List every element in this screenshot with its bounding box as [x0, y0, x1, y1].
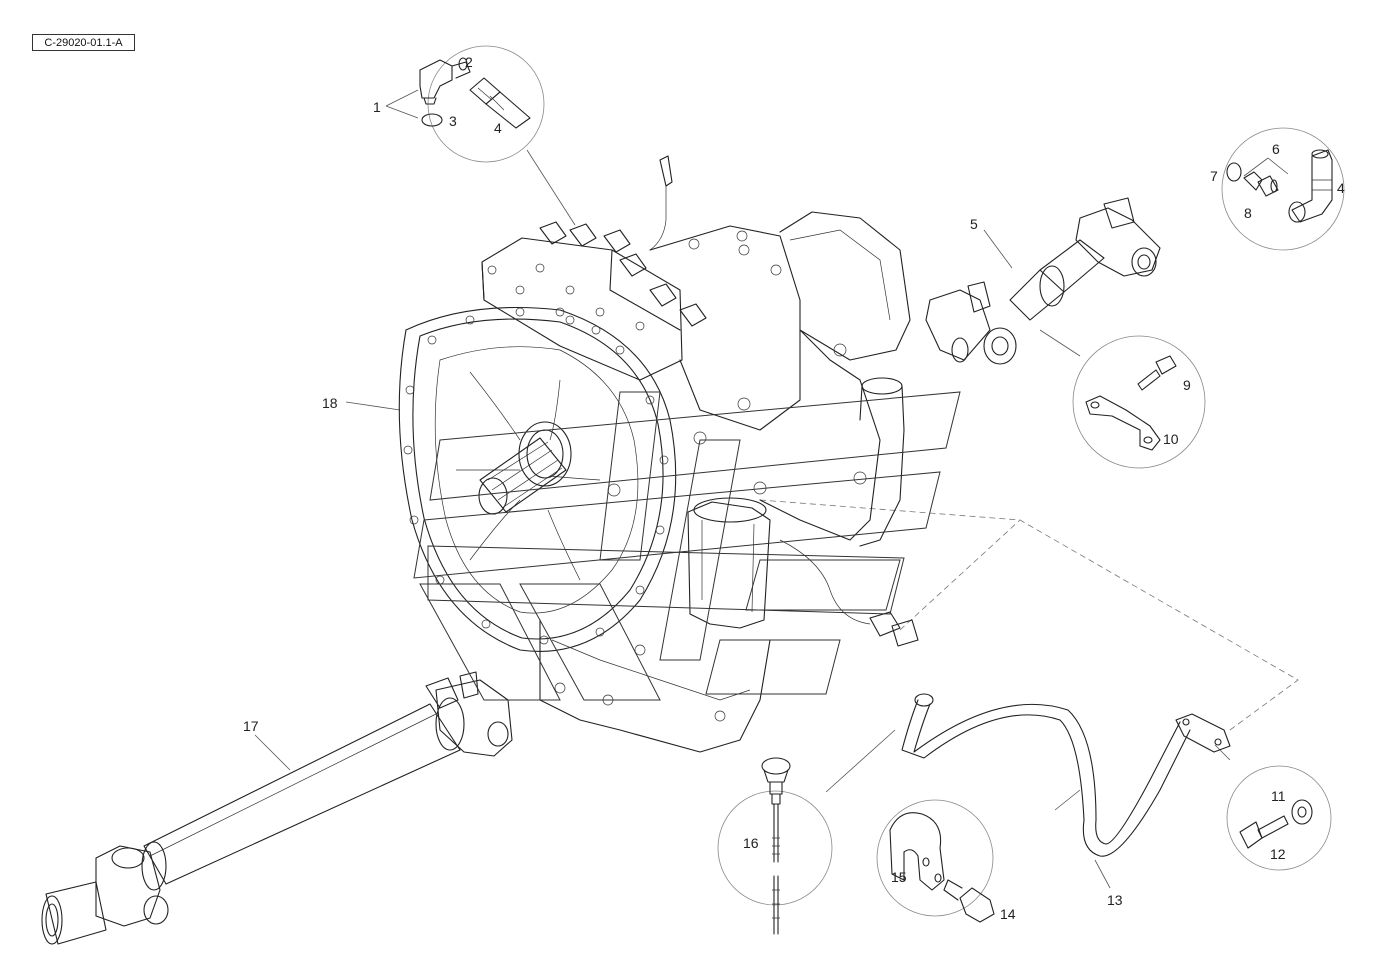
callout-7: 7	[1210, 168, 1218, 184]
detail-circle-dipstick	[717, 790, 833, 906]
detail-circles	[427, 45, 1345, 917]
bolt-detail-14	[943, 879, 995, 923]
bolt-detail-9	[1137, 355, 1177, 391]
elbow-fitting-top	[419, 57, 471, 105]
washer-detail-11	[1291, 799, 1313, 825]
hose-fitting-top	[469, 77, 531, 129]
callout-11: 11	[1271, 788, 1286, 804]
bolt-detail-12	[1239, 815, 1289, 849]
callout-1: 1	[373, 99, 381, 115]
detail-circle-fittings-right	[1221, 127, 1345, 251]
callout-3: 3	[449, 113, 457, 129]
drawing-code-label: C-29020-01.1-A	[32, 34, 135, 51]
callout-14: 14	[1000, 906, 1016, 922]
callout-16: 16	[743, 835, 759, 851]
callout-10: 10	[1163, 431, 1179, 447]
callout-2: 2	[465, 54, 473, 70]
adapter-fitting-right	[1243, 171, 1279, 197]
propeller-shaft-17	[41, 671, 513, 945]
o-ring-right	[1226, 162, 1242, 182]
callout-15: 15	[891, 869, 907, 885]
callout-13: 13	[1107, 892, 1123, 908]
clamp-detail-15	[889, 812, 945, 891]
leader-lines	[254, 89, 1299, 889]
detail-circle-clamp	[876, 799, 994, 917]
callout-5: 5	[970, 216, 978, 232]
callout-12: 12	[1270, 846, 1286, 862]
callout-4-right: 4	[1337, 180, 1345, 196]
callout-17: 17	[243, 718, 259, 734]
callout-4-top: 4	[494, 120, 502, 136]
detail-circle-bolt-washer	[1226, 765, 1332, 871]
dipstick-detail-16	[761, 757, 791, 935]
transmission-assembly-18	[398, 155, 919, 753]
o-ring-top	[421, 113, 443, 127]
callout-8: 8	[1244, 205, 1252, 221]
propeller-shaft-5	[925, 197, 1161, 365]
callout-labels: 1 2 3 4 5 6 7 8 4 9 10 11 12 13 14 15 16…	[243, 54, 1345, 922]
watermark-logo	[413, 391, 961, 701]
oil-tube-13	[901, 693, 1231, 857]
detail-circle-bracket	[1072, 335, 1206, 469]
callout-6: 6	[1272, 141, 1280, 157]
callout-9: 9	[1183, 377, 1191, 393]
bracket-detail-10	[1085, 395, 1161, 451]
elbow-hose-right	[1288, 149, 1333, 223]
callout-18: 18	[322, 395, 338, 411]
